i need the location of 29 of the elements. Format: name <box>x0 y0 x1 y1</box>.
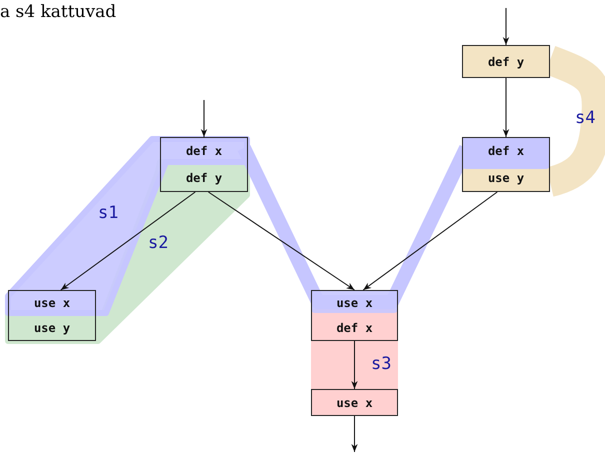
statement-box <box>311 389 398 416</box>
arrow <box>208 192 355 290</box>
statement-text: use y <box>32 320 72 337</box>
statement-box <box>8 290 96 341</box>
statement-box <box>311 290 398 341</box>
statement-text: def x <box>335 320 374 337</box>
statement-text: use x <box>32 295 72 312</box>
statement-text: def x <box>184 143 224 160</box>
arrow <box>362 192 498 290</box>
statement-text: use y <box>486 170 526 187</box>
statement-box <box>462 137 550 192</box>
arrow <box>60 192 196 290</box>
region-label: s4 <box>575 108 596 128</box>
region-label: s2 <box>148 233 168 253</box>
arrow <box>502 8 510 46</box>
statement-text: def y <box>486 54 526 70</box>
statement-text: def y <box>184 170 224 187</box>
statement-box <box>160 137 248 192</box>
caption-text: a s4 kattuvad <box>0 2 116 22</box>
region-label: s1 <box>98 203 118 223</box>
arrow <box>200 100 208 138</box>
statement-box <box>462 45 550 78</box>
arrow <box>502 78 510 138</box>
arrow <box>351 416 358 452</box>
statement-text: def x <box>486 143 526 160</box>
statement-text: use x <box>335 394 374 412</box>
arrow <box>351 340 358 390</box>
statement-text: use x <box>335 295 374 312</box>
region-label: s3 <box>371 354 392 374</box>
